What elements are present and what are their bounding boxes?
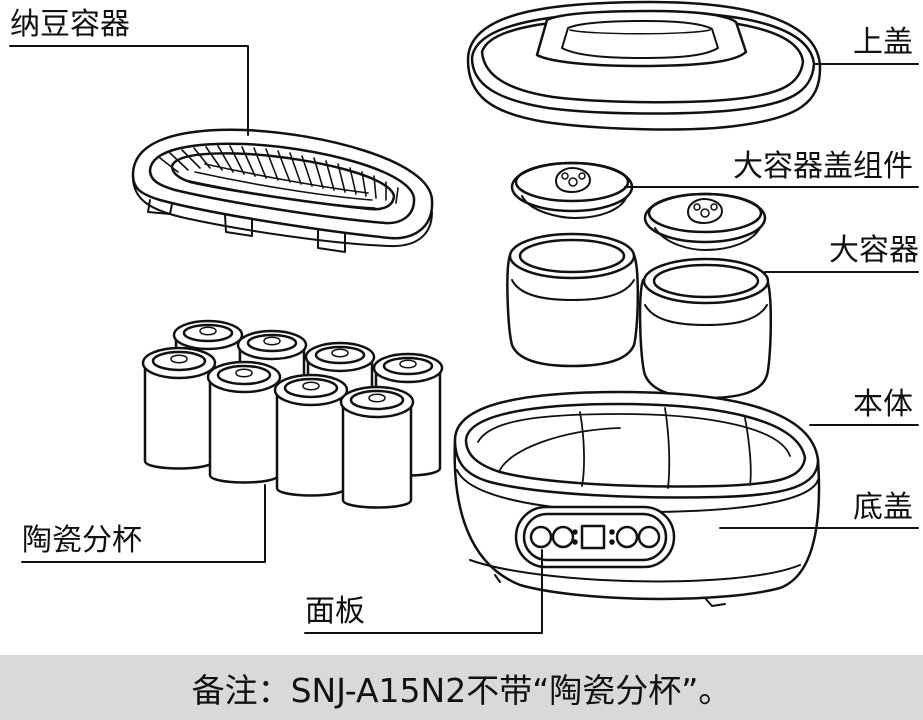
footer-note-bar: 备注：SNJ-A15N2不带“陶瓷分杯”。: [0, 655, 923, 720]
ceramic-cups-part: [141, 319, 444, 509]
footer-note: 备注：SNJ-A15N2不带“陶瓷分杯”。: [191, 670, 732, 710]
main-body-part: [453, 390, 821, 607]
leader-lines: [9, 45, 919, 634]
label-ceramic-cups: 陶瓷分杯: [22, 523, 142, 558]
large-container-1-part: [506, 232, 639, 368]
label-body: 本体: [853, 387, 913, 422]
top-lid-part: [466, 0, 822, 131]
large-lid-1-part: [510, 161, 634, 219]
label-top-lid: 上盖: [853, 25, 913, 60]
label-natto-container: 纳豆容器: [10, 7, 130, 42]
natto-container-part: [131, 128, 434, 253]
label-large-container-lid-assembly: 大容器盖组件: [733, 149, 913, 184]
label-base-cover: 底盖: [853, 490, 913, 525]
exploded-diagram: [9, 0, 919, 634]
large-lid-2-part: [643, 192, 767, 251]
leader-ceramic-cups: [21, 484, 266, 563]
label-panel: 面板: [305, 594, 365, 629]
large-container-2-part: [638, 257, 772, 400]
leader-panel: [304, 549, 543, 634]
label-large-container: 大容器: [829, 233, 919, 268]
leader-natto-container: [9, 45, 249, 136]
